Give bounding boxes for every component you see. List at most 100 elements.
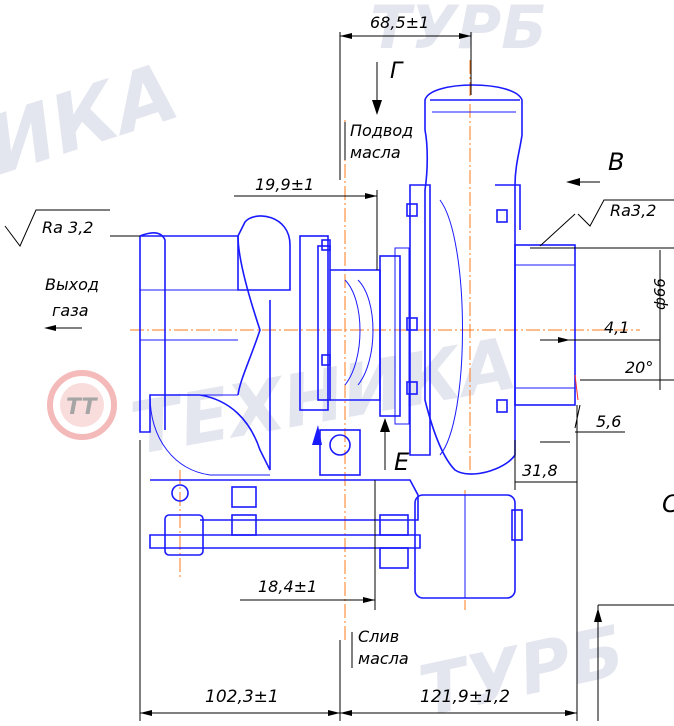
logo-ring [47, 370, 117, 440]
bolt-1 [406, 203, 418, 217]
roughness-symbol [577, 199, 674, 227]
view-g-arrow: Г [372, 59, 404, 115]
dim-chamfer: 5,6 [574, 404, 625, 433]
bracket-nut-2 [231, 514, 257, 536]
dim-top-width-text: 68,5±1 [370, 13, 429, 32]
dim-outlet-gap-text: 4,1 [604, 318, 629, 337]
view-s-label: С [662, 490, 674, 518]
bolt-2 [406, 317, 418, 331]
arrow-head [380, 418, 390, 432]
center-plate-left [299, 235, 329, 411]
oil-inlet-line2: масла [350, 143, 401, 162]
oil-drain-line1: Слив [358, 627, 399, 646]
dim-bottom-offset-text: 18,4±1 [258, 577, 317, 596]
view-v-arrow: В [566, 148, 624, 186]
gas-outlet-arrow-head [44, 325, 56, 331]
actuator-nipple [511, 509, 523, 541]
bolt-7 [321, 354, 331, 366]
dim-angle: 20° [574, 358, 674, 401]
dim-outlet-length-text: 31,8 [522, 461, 558, 480]
watermark-top-right: ТУРБ [370, 0, 547, 63]
roughness-leader [539, 213, 576, 247]
dim-angle-text: 20° [625, 358, 653, 377]
roughness-left: Ra 3,2 [4, 209, 140, 247]
logo-text: TT [66, 395, 99, 420]
watermark-layer: ТУРБ ИКА ТЕХНИКА ТУРБ TT [0, 0, 631, 726]
gas-outlet-line1: Выход [45, 275, 99, 294]
dim-arrow [363, 597, 375, 603]
bearing-curve-1 [344, 279, 361, 386]
rod-clamp-1 [379, 514, 409, 536]
actuator-bracket [150, 479, 419, 521]
view-v-label: В [608, 148, 624, 176]
wastegate-pivot [171, 484, 189, 502]
dim-arrow [365, 193, 377, 199]
dim-overall-right-text: 121,9±1,2 [420, 687, 510, 707]
dim-arrow [558, 337, 570, 343]
compressor-flange [409, 184, 431, 456]
logo-mark: TT [47, 370, 117, 440]
center-housing [299, 235, 410, 476]
wastegate-assembly [149, 479, 523, 599]
logo-core [60, 383, 104, 427]
dim-overall: 102,3±1 121,9±1,2 [139, 440, 578, 721]
oil-inlet-callout: Подвод масла [344, 121, 413, 162]
center-plate-inner [317, 245, 331, 401]
dim-overall-left-text: 102,3±1 [205, 687, 279, 707]
wastegate-lever [164, 514, 204, 556]
dim-flange-diameter: ф66 [530, 247, 674, 390]
frame-corner [594, 604, 674, 721]
dim-bottom-offset: 18,4±1 [240, 480, 376, 610]
oil-drain-line2: масла [358, 649, 409, 668]
watermark-top-left: ИКА [0, 45, 189, 193]
compressor-backplate [379, 255, 401, 417]
oil-drain-callout: Слив масла [351, 627, 409, 668]
outlet-top [495, 184, 521, 230]
compressor-volute [439, 199, 463, 456]
turbine-flange-front [139, 232, 166, 430]
view-g-label: Г [390, 59, 404, 84]
frame-arrow [594, 608, 602, 622]
oil-inlet-line1: Подвод [350, 121, 413, 140]
bolt-3 [406, 381, 418, 395]
compressor-seal [394, 247, 410, 425]
compressor-outline [424, 84, 523, 475]
angle-marker [574, 374, 579, 401]
gas-outlet-callout: Выход газа [44, 275, 99, 331]
bolt-4 [496, 209, 508, 223]
turbine-housing [139, 215, 291, 476]
view-e-arrow: Е [380, 418, 410, 476]
roughness-right-text: Ra3,2 [610, 201, 656, 220]
turbine-base [149, 394, 270, 476]
roughness-symbol [4, 209, 110, 247]
roughness-left-text: Ra 3,2 [42, 218, 93, 237]
drain-pointer [312, 425, 322, 445]
dim-top-width: 68,5±1 [339, 13, 472, 180]
bolt-6 [321, 239, 331, 251]
dim-outlet-gap: 4,1 [540, 318, 660, 343]
roughness-right: Ra3,2 [539, 199, 674, 247]
dim-left-offset-text: 19,9±1 [255, 175, 314, 194]
bracket-nut-1 [231, 486, 257, 508]
oil-drain-hole [329, 434, 351, 456]
bolt-5 [496, 399, 508, 413]
bearing-curve-2 [357, 279, 374, 386]
rod-clamp-2 [379, 547, 409, 569]
turbine-volute [237, 235, 261, 396]
dim-left-offset: 19,9±1 [234, 175, 378, 270]
actuator-rod [149, 534, 421, 549]
arrow-head [566, 178, 580, 186]
turbine-upper-outline [140, 215, 291, 291]
compressor-housing [321, 84, 576, 475]
arrow-head [372, 100, 382, 115]
dim-flange-diameter-text: ф66 [651, 278, 669, 310]
dim-chamfer-text: 5,6 [596, 412, 621, 431]
outlet-pipe [514, 244, 576, 406]
oil-drain-flange [319, 429, 361, 476]
view-e-label: Е [394, 448, 410, 476]
gas-outlet-line2: газа [52, 301, 89, 320]
flange-bolts [321, 203, 508, 413]
dim-outlet-length: 31,8 [514, 405, 578, 490]
